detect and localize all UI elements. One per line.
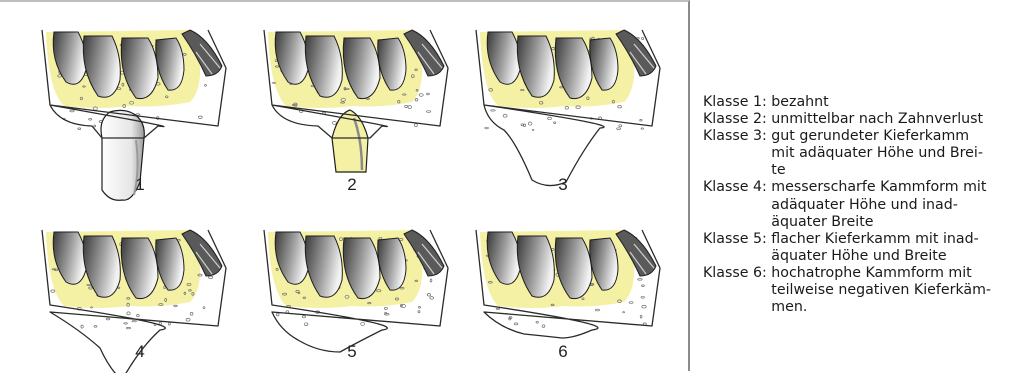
- panel-1: [42, 30, 226, 200]
- legend-entry-2: Klasse 2: unmittelbar nach Zahnverlust: [703, 111, 1018, 128]
- legend-key: Klasse 1:: [703, 94, 771, 111]
- panel-number-label: 5: [347, 342, 356, 361]
- legend-entry-1: Klasse 1: bezahnt: [703, 94, 1018, 111]
- legend-line: flacher Kieferkamm mit inad-: [771, 231, 1018, 248]
- legend-description: unmittelbar nach Zahnverlust: [771, 111, 1018, 128]
- legend-line: messerscharfe Kammform mit: [771, 179, 1018, 196]
- figure-frame: 1 2 3 4 5 6: [0, 0, 690, 371]
- trabecula: [619, 125, 622, 127]
- trabecula: [642, 285, 645, 287]
- legend-entry-6: Klasse 6: hochatrophe Kammform mitteilwe…: [703, 265, 1018, 316]
- legend-line: unmittelbar nach Zahnverlust: [771, 111, 1018, 128]
- panel-number-label: 2: [347, 175, 356, 194]
- legend-entry-5: Klasse 5: flacher Kieferkamm mit inad-äq…: [703, 231, 1018, 265]
- legend-line: men.: [771, 299, 1018, 316]
- legend-line: gut gerundeter Kieferkamm: [771, 128, 1018, 145]
- legend-key: Klasse 3:: [703, 128, 771, 179]
- legend-line: adäquater Höhe und inad-: [771, 197, 1018, 214]
- legend-key: Klasse 5:: [703, 231, 771, 265]
- trabecula: [78, 128, 81, 130]
- panel-6: [476, 230, 660, 338]
- trabecula: [430, 279, 432, 282]
- trabecula: [208, 276, 212, 278]
- legend-entry-3: Klasse 3: gut gerundeter Kieferkammmit a…: [703, 128, 1018, 179]
- legend-line: teilweise negativen Kieferkäm-: [771, 282, 1018, 299]
- trabecula: [641, 128, 644, 129]
- legend-key: Klasse 2:: [703, 111, 771, 128]
- legend-description: bezahnt: [771, 94, 1018, 111]
- legend-line: hochatrophe Kammform mit: [771, 265, 1018, 282]
- trabecula: [638, 279, 643, 281]
- panel-number-label: 4: [135, 342, 144, 361]
- legend-key: Klasse 6:: [703, 265, 771, 316]
- panel-5: [264, 230, 448, 352]
- trabecula: [205, 84, 207, 86]
- trabecula: [642, 37, 644, 39]
- panel-number-label: 1: [135, 175, 144, 194]
- legend-line: mit adäquater Höhe und Brei-: [771, 145, 1018, 162]
- legend-entry-4: Klasse 4: messerscharfe Kammform mitadäq…: [703, 179, 1018, 230]
- legend-line: äquater Höhe und Breite: [771, 248, 1018, 265]
- panel-3: [476, 30, 660, 186]
- panel-4: [42, 230, 226, 373]
- legend-line: te: [771, 162, 1018, 179]
- panel-2: [264, 30, 448, 172]
- legend-key: Klasse 4:: [703, 179, 771, 230]
- trabecula: [169, 322, 171, 325]
- legend-line: äquater Breite: [771, 214, 1018, 231]
- trabecula: [485, 127, 489, 129]
- classification-legend: Klasse 1: bezahntKlasse 2: unmittelbar n…: [703, 94, 1018, 316]
- panel-number-label: 3: [558, 175, 567, 194]
- trabecula: [415, 124, 418, 127]
- trabecula: [430, 297, 434, 300]
- panel-number-label: 6: [558, 342, 567, 361]
- trabecula: [617, 128, 621, 130]
- legend-description: flacher Kieferkamm mit inad-äquater Höhe…: [771, 231, 1018, 265]
- trabecula: [496, 308, 500, 309]
- legend-line: bezahnt: [771, 94, 1018, 111]
- ridge-classification-diagram: 1 2 3 4 5 6: [0, 2, 690, 373]
